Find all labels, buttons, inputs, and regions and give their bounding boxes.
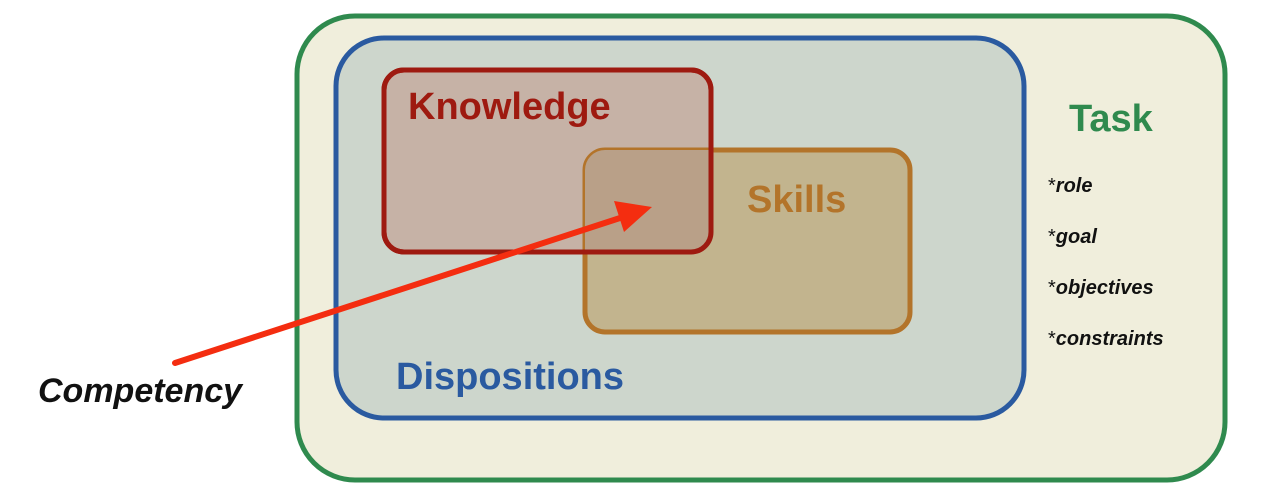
task-label: Task (1069, 98, 1154, 140)
task-item-goal: *goal (1048, 226, 1097, 248)
task-items: *role *goal *objectives *constraints (1048, 175, 1164, 350)
knowledge-label: Knowledge (408, 86, 611, 128)
task-item-label: constraints (1056, 328, 1164, 350)
task-item-label: objectives (1056, 277, 1154, 299)
competency-arrowhead (614, 201, 652, 232)
competency-label: Competency (38, 372, 244, 410)
dispositions-label: Dispositions (396, 356, 624, 398)
knowledge-border (381, 67, 714, 255)
task-item-bullet: * (1048, 226, 1056, 248)
knowledge-skills-overlap (585, 150, 711, 252)
skills-label: Skills (747, 179, 846, 221)
task-item-bullet: * (1048, 328, 1056, 350)
competency-arrow (172, 215, 623, 366)
task-item-label: goal (1055, 226, 1098, 248)
task-item-label: role (1056, 175, 1093, 197)
task-item-role: *role (1048, 175, 1092, 197)
task-item-bullet: * (1048, 277, 1056, 299)
task-item-constraints: *constraints (1048, 328, 1164, 350)
task-item-objectives: *objectives (1048, 277, 1154, 299)
task-item-bullet: * (1048, 175, 1056, 197)
